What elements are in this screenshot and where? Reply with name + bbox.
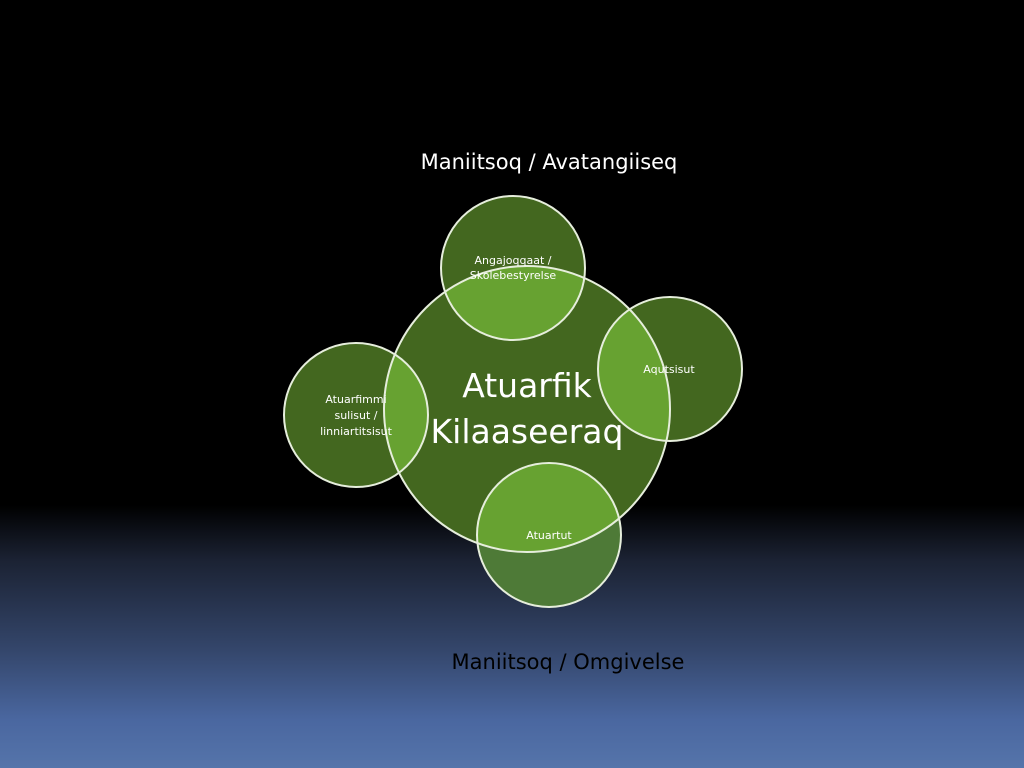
top-context-label: Maniitsoq / Avatangiiseq — [420, 150, 678, 174]
right-circle-label: Aqutsisut — [643, 363, 695, 376]
top-circle-label-line1: Angajoqqaat / — [475, 254, 552, 267]
left-circle-outline — [283, 342, 429, 488]
right-overlap — [598, 297, 670, 441]
left-circle-label-line1: Atuarfimmi — [325, 393, 386, 406]
bottom-circle-label: Atuartut — [526, 529, 572, 542]
left-circle-label-line2: sulisut / — [334, 409, 377, 422]
top-overlap — [441, 266, 585, 340]
bottom-circle-outline — [476, 462, 622, 608]
left-overlap — [384, 343, 428, 487]
top-circle-outline — [440, 195, 586, 341]
center-circle-outline — [383, 265, 671, 553]
bottom-context-label: Maniitsoq / Omgivelse — [451, 650, 685, 674]
center-label-line2: Kilaaseeraq — [431, 412, 624, 451]
right-circle-outline — [597, 296, 743, 442]
circle-outlines — [283, 195, 743, 608]
overlap-regions — [384, 266, 670, 552]
top-circle-label-line2: Skolebestyrelse — [470, 269, 557, 282]
center-label-line1: Atuarfik — [462, 366, 592, 405]
left-circle-label-line3: linniartitsisut — [320, 425, 393, 438]
center-circle — [384, 266, 670, 552]
bottom-overlap — [477, 463, 621, 552]
